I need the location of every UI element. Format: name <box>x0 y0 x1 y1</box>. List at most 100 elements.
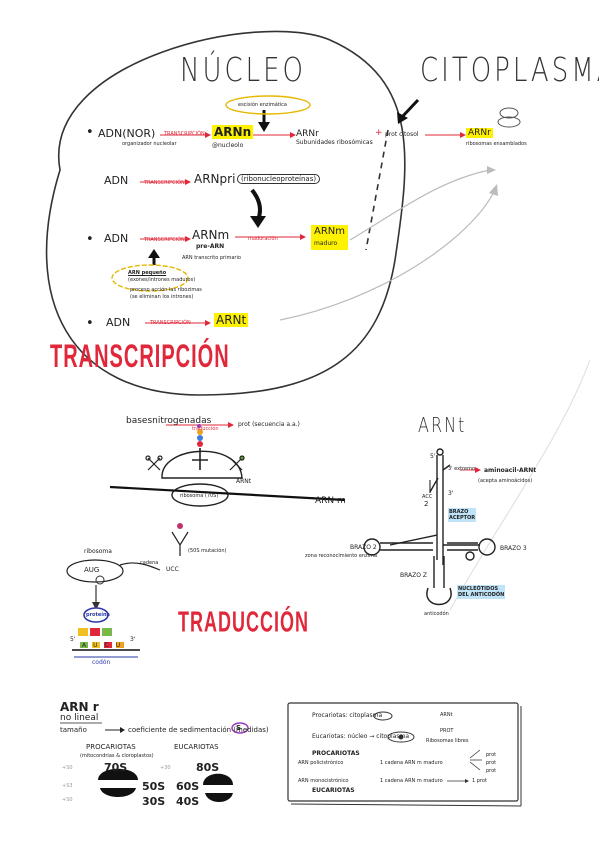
ribozimas-note: proceso acción las ribozimas(se eliminan… <box>130 287 202 300</box>
e80: 80S <box>196 761 220 774</box>
row1-prot: prot citosol <box>385 131 419 138</box>
box-prot2: prot <box>486 760 497 766</box>
box-prot1: prot <box>486 752 497 758</box>
box-eucariotas-head: EUCARIOTAS <box>312 787 355 794</box>
anticodon-label: anticodón <box>424 611 449 617</box>
ribosome-small-subunit <box>171 483 229 507</box>
l1: +S0 <box>62 765 73 771</box>
row3-arrow-label: TRANSCRIPCIÓN <box>144 237 185 243</box>
bases-label: basesnitrogenadas <box>126 416 212 426</box>
proteina-label: proteína <box>86 612 110 618</box>
ucc-label: UCC <box>166 566 179 573</box>
brazo2-sub: zona reconocimiento enzima <box>305 553 378 559</box>
codon-label: codón <box>92 659 111 666</box>
arnt-scene-label: ARNt <box>236 478 252 485</box>
transcripcion-title: TRANSCRIPCIÓN <box>50 340 230 376</box>
s-label: S <box>236 724 242 732</box>
row4-arrow-label: TRANSCRIPCIÓN <box>150 320 191 326</box>
row2-arrow-label: TRANSCRIPCIÓN <box>144 180 185 186</box>
five-prime: 5' <box>70 636 76 643</box>
coeficiente: coeficiente de sedimentación (medidas) <box>128 726 269 734</box>
row1-arnr: ARNr <box>296 129 319 139</box>
euk-small-subunit <box>205 793 233 802</box>
ribosome-large-subunit <box>161 450 243 479</box>
black-arrow-big <box>250 188 262 221</box>
ribosoma-small-label: ribosoma (70S) <box>180 493 219 499</box>
e60: 60S <box>176 780 200 793</box>
trna-cca: ACC <box>422 494 433 500</box>
bases-arrow-label: traducción <box>192 426 219 432</box>
box-prot3: prot <box>486 768 497 774</box>
trna-two: 2 <box>424 500 429 508</box>
row1-adn: ADN(NOR) <box>98 127 156 140</box>
tamano: tamaño <box>60 726 87 734</box>
row4-adn: ADN <box>106 316 131 329</box>
box-mono-desc: 1 cadena ARN m maduro <box>380 778 443 784</box>
trna-three-prime: 3' <box>448 490 454 497</box>
ribosome-small-left <box>66 559 124 583</box>
box-eucariotas-line: Eucariotas: núcleo → citoplasma <box>312 733 410 740</box>
nucleo-title: NÚCLEO <box>180 52 307 90</box>
p30: 30S <box>142 795 166 808</box>
row1-arrow-label: TRANSCRIPCIÓN <box>164 131 205 137</box>
l4: +S0 <box>62 797 73 803</box>
escision-bubble <box>225 95 311 115</box>
free-trna-left <box>145 455 163 471</box>
row2-arn: ARNpri <box>194 172 236 186</box>
mrna-strand <box>109 485 346 502</box>
row1-arn: ARNn <box>212 125 254 139</box>
box-prot: PROT <box>440 728 454 734</box>
ribosome-icon <box>499 107 519 119</box>
aug-label: AUG <box>84 566 100 574</box>
box-poli-desc: 1 cadena ARN m maduro <box>380 760 443 766</box>
cadena-label: cadena <box>140 560 159 566</box>
p70: 70S <box>104 761 128 774</box>
procariotas-sub: (mitocondrias & cloroplastos) <box>80 753 154 759</box>
box-one-prot: 1 prot <box>472 778 487 784</box>
row3-arn: ARNm <box>192 228 230 242</box>
row1-adn-sub: organizador nucleolar <box>122 141 177 147</box>
row3-bullet: • <box>86 232 94 247</box>
row1-subunidades: Subunidades ribosómicas <box>296 139 373 146</box>
trna-aminoacil-note: (acepta aminoácidos) <box>478 478 533 484</box>
box-arnt: ARNt <box>440 712 453 718</box>
summary-box <box>287 702 519 802</box>
row1-bullet: • <box>86 125 94 140</box>
l2: +30 <box>160 765 171 771</box>
box-arn-poli: ARN policistrónico <box>298 760 344 766</box>
trna-extremo: 3' extremo <box>448 466 476 472</box>
arnm-label: ARN m <box>315 496 346 506</box>
row1-ribosomas: ribosomas ensamblados <box>466 141 527 147</box>
free-trna-right <box>229 455 245 471</box>
e40: 40S <box>176 795 200 808</box>
proteina-bubble <box>83 607 109 623</box>
no-lineal: no lineal <box>60 713 99 723</box>
arn-pequeno-bubble <box>111 264 189 292</box>
row2-ribonucleo: (ribonucleoproteínas) <box>237 174 321 184</box>
p50: 50S <box>142 780 166 793</box>
arn-r-title: ARN r <box>60 700 99 714</box>
arnt-title: ARNt <box>418 413 467 437</box>
row2-adn: ADN <box>104 174 129 187</box>
codon-letters: AUCU <box>82 642 128 649</box>
row4-bullet: • <box>86 316 94 331</box>
arn-pequeno-label: ARN pequeño(exones/intrones maduros) <box>128 270 196 283</box>
trna-aminoacil: aminoacil-ARNt <box>484 467 537 474</box>
prot-label: prot (secuencia a.a.) <box>238 421 300 428</box>
euk-large-subunit <box>203 773 233 785</box>
box-arn-mono: ARN monocistrónico <box>298 778 349 784</box>
box-ribosomas: Ribosomas libres <box>426 738 469 744</box>
escision-label: escisión enzimática <box>238 102 287 108</box>
l3: +S3 <box>62 783 73 789</box>
three-prime: 3' <box>130 636 136 643</box>
unidad-label: (50S mutación) <box>188 548 227 554</box>
row4-arn: ARNt <box>214 313 249 327</box>
row1-arnr-final: ARNr <box>466 128 493 138</box>
ribosoma-label: ribosoma <box>84 548 112 555</box>
row3-maduracion: maduración <box>248 236 278 242</box>
row3-transcrito: ARN transcrito primario <box>182 255 241 261</box>
nuclear-pore-dash <box>365 129 389 251</box>
brazo3-label: BRAZO 3 <box>500 545 527 552</box>
